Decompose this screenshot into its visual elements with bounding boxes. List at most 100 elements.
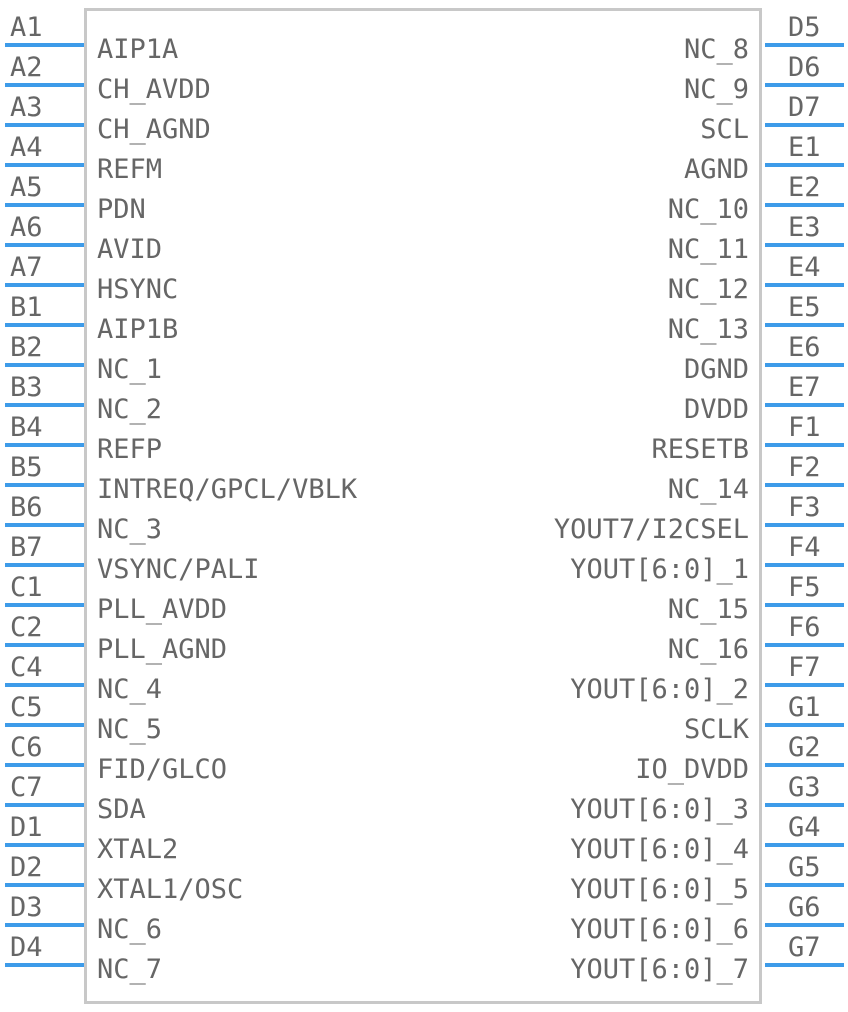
pin-name-c7: SDA bbox=[97, 794, 146, 825]
pin-line-b4 bbox=[5, 443, 84, 447]
pin-line-e7 bbox=[765, 403, 844, 407]
pin-line-d3 bbox=[5, 923, 84, 927]
pin-number-g5: G5 bbox=[788, 852, 821, 883]
pin-name-f1: RESETB bbox=[651, 434, 749, 465]
pin-line-f1 bbox=[765, 443, 844, 447]
pin-name-g2: IO_DVDD bbox=[635, 754, 749, 785]
pin-number-g1: G1 bbox=[788, 692, 821, 723]
pin-number-f1: F1 bbox=[788, 412, 821, 443]
pin-line-c4 bbox=[5, 683, 84, 687]
pin-number-e7: E7 bbox=[788, 372, 821, 403]
pin-line-f7 bbox=[765, 683, 844, 687]
pin-name-f7: YOUT[6:0]_2 bbox=[570, 674, 749, 705]
pin-number-d4: D4 bbox=[10, 932, 43, 963]
pin-name-e5: NC_13 bbox=[667, 314, 749, 345]
pin-name-d1: XTAL2 bbox=[97, 834, 179, 865]
pin-name-b3: NC_2 bbox=[97, 394, 163, 425]
pin-line-b3 bbox=[5, 403, 84, 407]
pin-line-d6 bbox=[765, 83, 844, 87]
pin-line-g4 bbox=[765, 843, 844, 847]
pin-number-c6: C6 bbox=[10, 732, 43, 763]
pin-line-e6 bbox=[765, 363, 844, 367]
pin-name-c2: PLL_AGND bbox=[97, 634, 228, 665]
pin-number-d5: D5 bbox=[788, 12, 821, 43]
pin-name-a5: PDN bbox=[97, 194, 146, 225]
pin-line-b1 bbox=[5, 323, 84, 327]
pin-name-e3: NC_11 bbox=[667, 234, 749, 265]
pin-line-d7 bbox=[765, 123, 844, 127]
pin-name-a2: CH_AVDD bbox=[97, 74, 211, 105]
pin-name-d4: NC_7 bbox=[97, 954, 163, 985]
pin-number-a7: A7 bbox=[10, 252, 43, 283]
pin-line-a6 bbox=[5, 243, 84, 247]
pin-number-a2: A2 bbox=[10, 52, 43, 83]
pin-number-g3: G3 bbox=[788, 772, 821, 803]
pin-line-e5 bbox=[765, 323, 844, 327]
pin-number-d3: D3 bbox=[10, 892, 43, 923]
pin-number-d1: D1 bbox=[10, 812, 43, 843]
pin-line-a2 bbox=[5, 83, 84, 87]
pin-number-b1: B1 bbox=[10, 292, 43, 323]
pin-name-c4: NC_4 bbox=[97, 674, 163, 705]
pin-number-d2: D2 bbox=[10, 852, 43, 883]
pin-number-g2: G2 bbox=[788, 732, 821, 763]
pin-number-f2: F2 bbox=[788, 452, 821, 483]
pin-number-a3: A3 bbox=[10, 92, 43, 123]
pin-line-g7 bbox=[765, 963, 844, 967]
pin-name-g3: YOUT[6:0]_3 bbox=[570, 794, 749, 825]
ic-package-body bbox=[84, 8, 762, 1004]
pin-name-d5: NC_8 bbox=[683, 34, 749, 65]
pin-number-e1: E1 bbox=[788, 132, 821, 163]
pin-number-d6: D6 bbox=[788, 52, 821, 83]
pin-line-c1 bbox=[5, 603, 84, 607]
pin-line-g2 bbox=[765, 763, 844, 767]
pin-line-e1 bbox=[765, 163, 844, 167]
pin-number-a5: A5 bbox=[10, 172, 43, 203]
pin-number-b4: B4 bbox=[10, 412, 43, 443]
pin-name-f6: NC_16 bbox=[667, 634, 749, 665]
pin-number-a1: A1 bbox=[10, 12, 43, 43]
pin-line-f3 bbox=[765, 523, 844, 527]
pin-number-f7: F7 bbox=[788, 652, 821, 683]
pin-line-b2 bbox=[5, 363, 84, 367]
pin-line-g5 bbox=[765, 883, 844, 887]
pin-line-a4 bbox=[5, 163, 84, 167]
pin-number-f6: F6 bbox=[788, 612, 821, 643]
pin-line-g3 bbox=[765, 803, 844, 807]
pin-number-g7: G7 bbox=[788, 932, 821, 963]
pin-number-a6: A6 bbox=[10, 212, 43, 243]
pin-name-d7: SCL bbox=[700, 114, 749, 145]
pin-line-c2 bbox=[5, 643, 84, 647]
pin-name-e6: DGND bbox=[683, 354, 749, 385]
pin-line-b5 bbox=[5, 483, 84, 487]
pin-number-c2: C2 bbox=[10, 612, 43, 643]
pin-number-b3: B3 bbox=[10, 372, 43, 403]
pin-line-g1 bbox=[765, 723, 844, 727]
pin-number-f3: F3 bbox=[788, 492, 821, 523]
pin-name-b4: REFP bbox=[97, 434, 163, 465]
pin-name-b7: VSYNC/PALI bbox=[97, 554, 260, 585]
pin-line-a3 bbox=[5, 123, 84, 127]
pin-name-a6: AVID bbox=[97, 234, 163, 265]
pin-number-g6: G6 bbox=[788, 892, 821, 923]
pin-line-e3 bbox=[765, 243, 844, 247]
pin-name-g7: YOUT[6:0]_7 bbox=[570, 954, 749, 985]
pin-number-e4: E4 bbox=[788, 252, 821, 283]
pin-line-f5 bbox=[765, 603, 844, 607]
pin-number-b2: B2 bbox=[10, 332, 43, 363]
pin-line-f6 bbox=[765, 643, 844, 647]
pin-line-e4 bbox=[765, 283, 844, 287]
pin-number-g4: G4 bbox=[788, 812, 821, 843]
pin-name-b6: NC_3 bbox=[97, 514, 163, 545]
pin-name-b5: INTREQ/GPCL/VBLK bbox=[97, 474, 358, 505]
pin-number-f4: F4 bbox=[788, 532, 821, 563]
pin-line-c5 bbox=[5, 723, 84, 727]
pin-name-f5: NC_15 bbox=[667, 594, 749, 625]
pin-name-d6: NC_9 bbox=[683, 74, 749, 105]
pin-name-e7: DVDD bbox=[683, 394, 749, 425]
pin-name-e1: AGND bbox=[683, 154, 749, 185]
pin-name-g4: YOUT[6:0]_4 bbox=[570, 834, 749, 865]
pin-name-c1: PLL_AVDD bbox=[97, 594, 228, 625]
pin-name-a3: CH_AGND bbox=[97, 114, 211, 145]
pin-name-c6: FID/GLCO bbox=[97, 754, 228, 785]
